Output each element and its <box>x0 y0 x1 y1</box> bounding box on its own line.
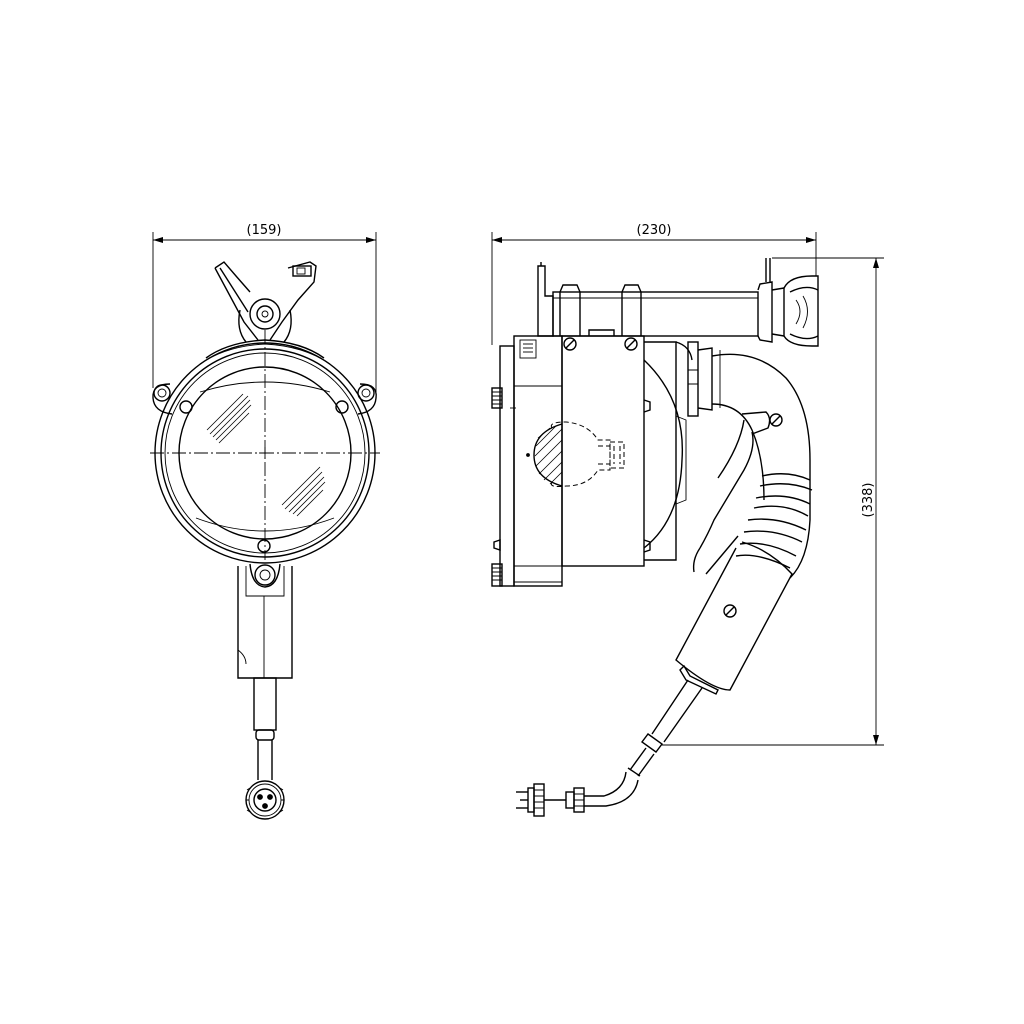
side-housing <box>491 335 693 587</box>
side-plug <box>516 771 639 817</box>
sight-tube <box>537 258 819 347</box>
front-handle <box>237 566 293 780</box>
mount-screws <box>563 337 638 351</box>
side-height-label: (338) <box>861 483 876 518</box>
front-width-dimension: (159) <box>152 223 377 392</box>
side-width-label: (230) <box>637 223 672 238</box>
side-grip <box>627 535 793 777</box>
front-view: (159) <box>150 223 380 820</box>
gooseneck-cable <box>687 341 813 579</box>
side-width-dimension: (230) <box>491 223 817 345</box>
side-height-dimension: (338) <box>662 257 884 746</box>
hanger-hook <box>214 261 317 343</box>
front-plug <box>245 780 285 820</box>
lamp-bulb <box>526 421 625 487</box>
side-view: (230) (338) <box>491 223 884 817</box>
front-width-label: (159) <box>247 223 282 238</box>
lens-reflection <box>206 393 326 517</box>
